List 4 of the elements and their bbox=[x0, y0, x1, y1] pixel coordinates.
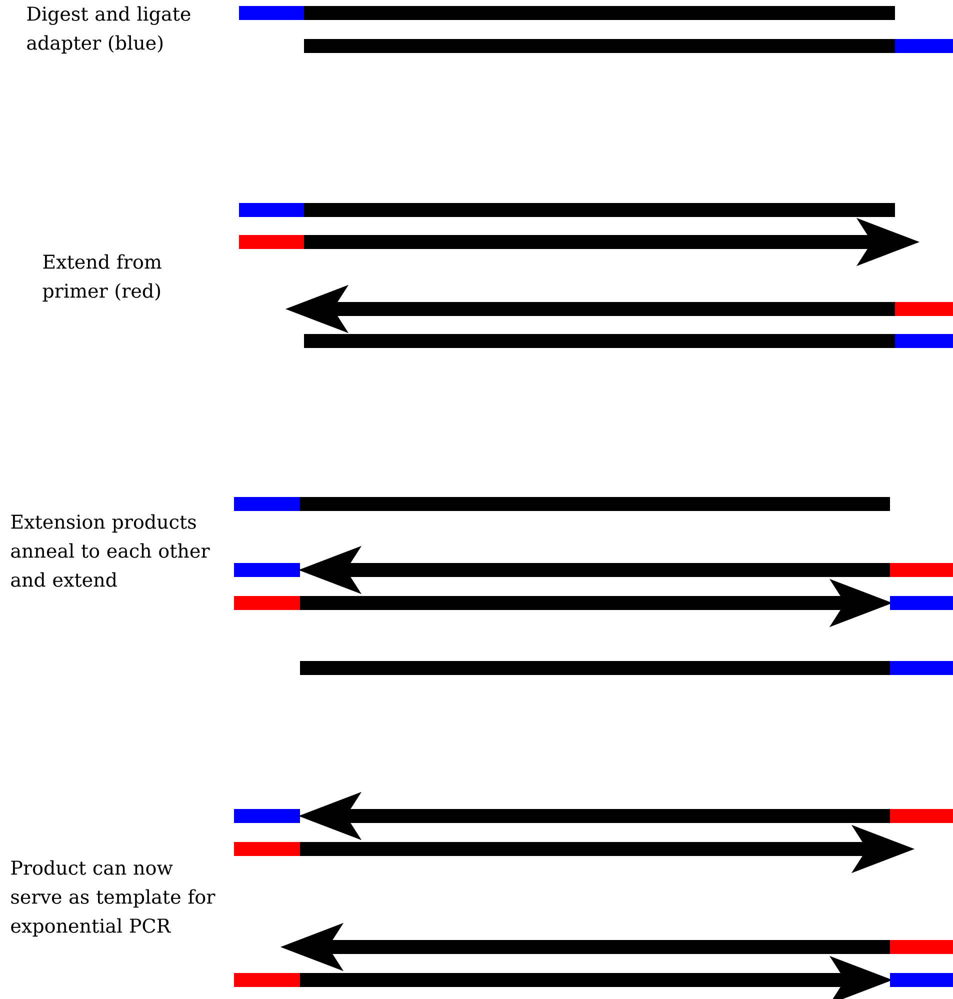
step-text: Digest and ligate adapter (blue) bbox=[27, 6, 190, 54]
step-text: Extension products anneal to each other and extend bbox=[11, 514, 210, 587]
step-text: Extend from primer (red) bbox=[42, 254, 162, 302]
step-text: Product can now serve as template for exponential PCR bbox=[11, 860, 216, 937]
